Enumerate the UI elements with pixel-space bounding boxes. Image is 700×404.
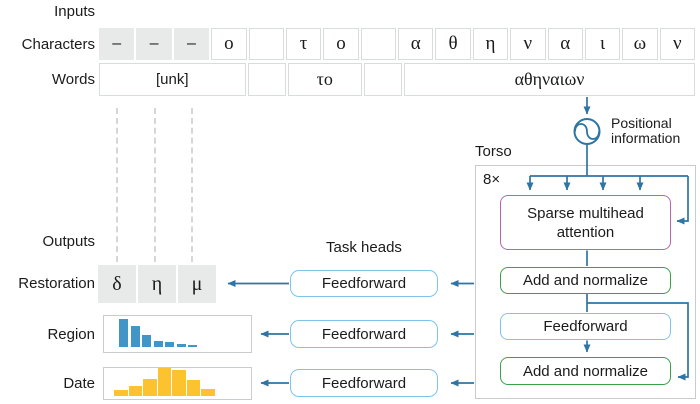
word-cell — [363, 63, 402, 96]
restoration-cell: μ — [178, 265, 216, 303]
restoration-cell: η — [138, 265, 176, 303]
character-cell: θ — [435, 28, 471, 60]
region-bar — [119, 319, 128, 347]
torso-feedforward-block: Feedforward — [500, 313, 671, 340]
characters-row-label: Characters — [21, 36, 95, 53]
character-cell: α — [547, 28, 583, 60]
character-cell: ο — [211, 28, 247, 60]
region-bar — [176, 344, 186, 347]
date-output-label: Date — [63, 375, 95, 392]
region-bar — [153, 341, 163, 347]
word-cell: αθηναιων — [404, 63, 695, 96]
mask-dashed-line — [154, 108, 156, 262]
region-bar — [142, 335, 151, 347]
character-cell: η — [472, 28, 509, 60]
inputs-section-label: Inputs — [54, 3, 95, 20]
region-feedforward-head: Feedforward — [290, 320, 438, 348]
word-cell — [247, 63, 286, 96]
character-cell: ο — [323, 28, 359, 60]
region-bars — [119, 319, 197, 347]
character-cell — [248, 28, 284, 60]
date-bars — [114, 368, 215, 396]
words-row: [unk] το αθηναιων — [99, 63, 695, 96]
torso-repeat-label: 8× — [483, 171, 501, 188]
region-bar — [188, 345, 197, 347]
region-output-label: Region — [47, 326, 95, 343]
date-bar — [186, 380, 200, 396]
character-cell: ν — [510, 28, 546, 60]
restoration-cell: δ — [98, 265, 136, 303]
positional-encoding-icon — [573, 118, 601, 145]
words-row-label: Words — [51, 71, 95, 88]
date-feedforward-head: Feedforward — [290, 369, 438, 397]
date-bar — [114, 390, 128, 396]
character-cell: ν — [659, 28, 695, 60]
positional-information-label: Positional information — [611, 115, 681, 146]
character-cell: – — [136, 28, 172, 60]
restoration-feedforward-head: Feedforward — [290, 270, 438, 297]
character-cell: – — [173, 28, 210, 60]
mask-dashed-line — [116, 108, 118, 262]
character-cell: α — [398, 28, 434, 60]
character-cell — [360, 28, 396, 60]
region-bar — [130, 326, 140, 347]
date-bar — [157, 368, 171, 396]
outputs-section-label: Outputs — [42, 233, 95, 250]
restoration-output-label: Restoration — [18, 275, 95, 292]
region-distribution-chart — [103, 315, 252, 353]
character-cell: – — [99, 28, 135, 60]
add-and-normalize-block-1: Add and normalize — [500, 267, 671, 294]
character-cell: ι — [584, 28, 621, 60]
character-cell: τ — [285, 28, 322, 60]
region-bar — [165, 342, 174, 347]
torso-label: Torso — [475, 143, 512, 160]
mask-dashed-line — [191, 108, 193, 262]
date-bar — [128, 386, 142, 396]
add-and-normalize-block-2: Add and normalize — [500, 357, 671, 385]
word-cell: το — [287, 63, 362, 96]
date-bar — [172, 370, 186, 396]
date-bar — [201, 389, 215, 396]
word-cell: [unk] — [99, 63, 246, 96]
character-cell: ω — [622, 28, 658, 60]
task-heads-label: Task heads — [326, 239, 402, 256]
date-bar — [143, 379, 157, 396]
date-distribution-chart — [103, 367, 252, 400]
sparse-multihead-attention-block: Sparse multihead attention — [500, 195, 671, 250]
